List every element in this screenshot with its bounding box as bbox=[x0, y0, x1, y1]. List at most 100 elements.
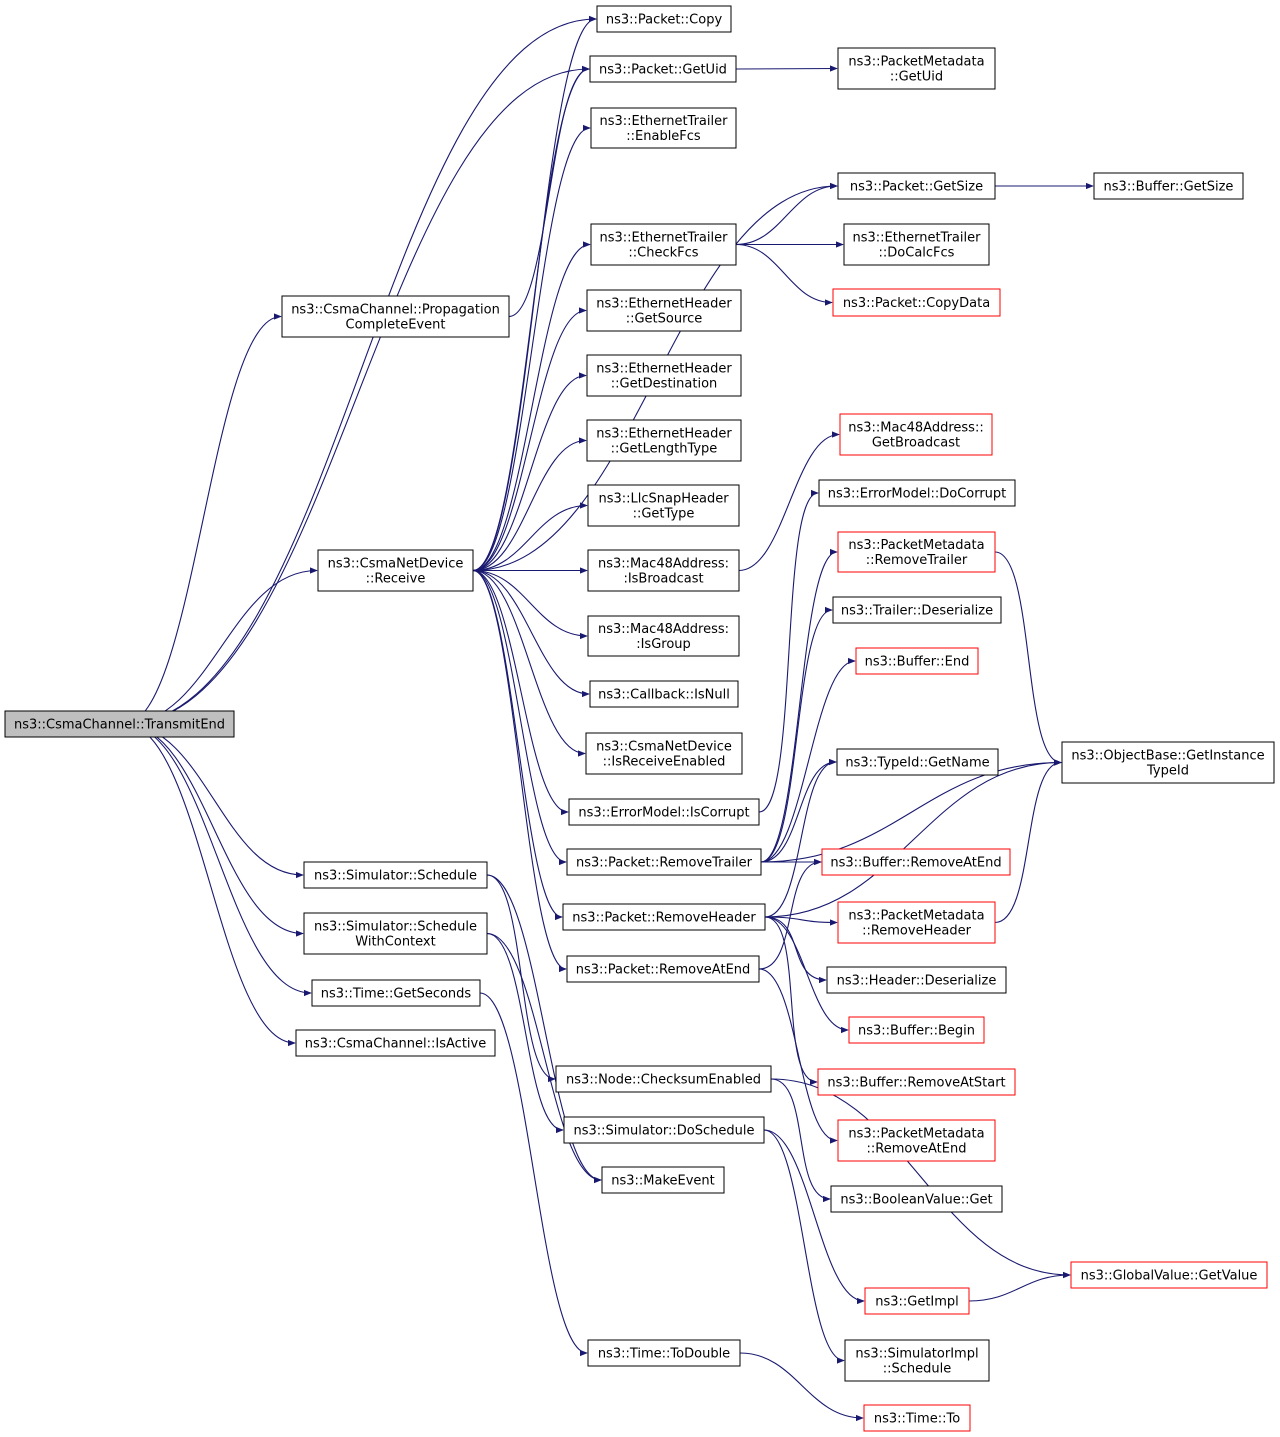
node-label: GetBroadcast bbox=[872, 436, 960, 451]
node-box bbox=[836, 748, 999, 776]
node-box bbox=[590, 107, 737, 149]
node-label: ns3::EthernetHeader bbox=[596, 427, 732, 442]
node-box bbox=[585, 732, 743, 775]
node-simulatorimpl-schedule[interactable]: ns3::SimulatorImpl::Schedule bbox=[844, 1339, 990, 1382]
node-metadata-removeheader[interactable]: ns3::PacketMetadata::RemoveHeader bbox=[837, 901, 996, 944]
node-label: ns3::Time::GetSeconds bbox=[321, 987, 472, 1002]
node-globalvalue-getvalue[interactable]: ns3::GlobalValue::GetValue bbox=[1070, 1261, 1268, 1289]
node-callback-isnull[interactable]: ns3::Callback::IsNull bbox=[589, 680, 739, 708]
node-time-todouble[interactable]: ns3::Time::ToDouble bbox=[587, 1339, 741, 1367]
node-label: ns3::EthernetTrailer bbox=[600, 231, 729, 246]
node-time-to[interactable]: ns3::Time::To bbox=[863, 1404, 971, 1432]
node-mac48-getbroadcast[interactable]: ns3::Mac48Address::GetBroadcast bbox=[839, 413, 993, 456]
node-header-deserialize[interactable]: ns3::Header::Deserialize bbox=[826, 966, 1007, 994]
node-makeevent[interactable]: ns3::MakeEvent bbox=[601, 1166, 725, 1194]
edge-packet-removeheader-to-buffer-begin bbox=[764, 916, 849, 1034]
edge-transmitend-to-channel-isactive bbox=[124, 723, 296, 1047]
node-header-getdestination[interactable]: ns3::EthernetHeader::GetDestination bbox=[586, 354, 742, 397]
node-transmitend[interactable]: ns3::CsmaChannel::TransmitEnd bbox=[4, 710, 235, 738]
node-label: ns3::Simulator::DoSchedule bbox=[573, 1124, 754, 1139]
edge-device-receive-to-llcsnap-gettype bbox=[472, 502, 588, 572]
node-label: ::EnableFcs bbox=[626, 129, 701, 144]
node-label: ns3::Buffer::End bbox=[865, 655, 970, 670]
edge-mac48-isbroadcast-to-mac48-getbroadcast bbox=[738, 431, 840, 572]
edge-transmitend-to-propagation bbox=[124, 313, 282, 725]
node-box bbox=[590, 223, 737, 266]
node-buffer-begin[interactable]: ns3::Buffer::Begin bbox=[848, 1016, 985, 1044]
edge-device-receive-to-device-isreceiveenabled bbox=[472, 569, 586, 757]
node-errormodel-iscorrupt[interactable]: ns3::ErrorModel::IsCorrupt bbox=[568, 798, 760, 826]
node-box bbox=[832, 596, 1002, 624]
node-mac48-isgroup[interactable]: ns3::Mac48Address::IsGroup bbox=[587, 615, 740, 657]
node-label: ns3::PacketMetadata bbox=[848, 1127, 984, 1142]
edge-packet-removeheader-to-metadata-removeheader bbox=[764, 916, 838, 926]
node-buffer-removeatstart[interactable]: ns3::Buffer::RemoveAtStart bbox=[817, 1068, 1016, 1096]
edge-metadata-removetrailer-to-objectbase-getinstancetypeid bbox=[994, 551, 1062, 766]
node-getimpl[interactable]: ns3::GetImpl bbox=[864, 1287, 970, 1315]
node-time-getseconds[interactable]: ns3::Time::GetSeconds bbox=[311, 979, 481, 1007]
node-label: ns3::ErrorModel::IsCorrupt bbox=[578, 806, 749, 821]
node-label: ns3::ObjectBase::GetInstance bbox=[1071, 749, 1264, 764]
node-propagation[interactable]: ns3::CsmaChannel::PropagationCompleteEve… bbox=[281, 295, 510, 338]
node-trailer-deserialize[interactable]: ns3::Trailer::Deserialize bbox=[832, 596, 1002, 624]
node-llcsnap-gettype[interactable]: ns3::LlcSnapHeader::GetType bbox=[587, 484, 740, 527]
node-box bbox=[311, 979, 481, 1007]
node-packet-getuid[interactable]: ns3::Packet::GetUid bbox=[589, 55, 737, 83]
node-packet-getsize[interactable]: ns3::Packet::GetSize bbox=[837, 172, 996, 200]
node-label: ns3::Time::To bbox=[874, 1412, 960, 1427]
node-box bbox=[863, 1404, 971, 1432]
node-buffer-getsize[interactable]: ns3::Buffer::GetSize bbox=[1093, 172, 1244, 200]
node-node-checksumenabled[interactable]: ns3::Node::ChecksumEnabled bbox=[555, 1065, 772, 1093]
node-trailer-enablefcs[interactable]: ns3::EthernetTrailer::EnableFcs bbox=[590, 107, 737, 149]
node-buffer-end[interactable]: ns3::Buffer::End bbox=[855, 647, 979, 675]
node-box bbox=[596, 5, 732, 33]
node-box bbox=[589, 680, 739, 708]
edge-packet-removeheader-to-typeid-getname bbox=[764, 758, 837, 918]
node-label: ns3::Mac48Address: bbox=[598, 622, 729, 637]
edge-packet-removeatend-to-metadata-removeatend bbox=[758, 968, 838, 1144]
node-channel-isactive[interactable]: ns3::CsmaChannel::IsActive bbox=[295, 1029, 496, 1057]
node-trailer-checkfcs[interactable]: ns3::EthernetTrailer::CheckFcs bbox=[590, 223, 737, 266]
node-label: ns3::Packet::RemoveTrailer bbox=[576, 856, 753, 871]
node-label: ns3::CsmaChannel::TransmitEnd bbox=[14, 718, 225, 733]
edge-errormodel-iscorrupt-to-errormodel-docorrupt bbox=[758, 489, 819, 813]
node-device-isreceiveenabled[interactable]: ns3::CsmaNetDevice::IsReceiveEnabled bbox=[585, 732, 743, 775]
node-simulator-doschedule[interactable]: ns3::Simulator::DoSchedule bbox=[563, 1116, 765, 1144]
node-mac48-isbroadcast[interactable]: ns3::Mac48Address::IsBroadcast bbox=[587, 549, 740, 592]
edge-device-receive-to-trailer-enablefcs bbox=[472, 124, 591, 572]
edge-simulator-schedulewithcontext-to-makeevent bbox=[486, 932, 602, 1184]
node-metadata-removetrailer[interactable]: ns3::PacketMetadata::RemoveTrailer bbox=[837, 531, 996, 573]
node-box bbox=[832, 288, 1001, 317]
node-metadata-getuid[interactable]: ns3::PacketMetadata::GetUid bbox=[837, 47, 996, 90]
node-label: ns3::Header::Deserialize bbox=[837, 974, 997, 989]
node-simulator-schedule[interactable]: ns3::Simulator::Schedule bbox=[303, 861, 488, 889]
node-box bbox=[281, 295, 510, 338]
node-typeid-getname[interactable]: ns3::TypeId::GetName bbox=[836, 748, 999, 776]
edge-transmitend-to-time-getseconds bbox=[124, 723, 312, 997]
node-packet-copydata[interactable]: ns3::Packet::CopyData bbox=[832, 288, 1001, 317]
node-trailer-docalcfcs[interactable]: ns3::EthernetTrailer::DoCalcFcs bbox=[843, 223, 990, 266]
node-packet-removetrailer[interactable]: ns3::Packet::RemoveTrailer bbox=[566, 848, 762, 876]
node-label: ns3::Simulator::Schedule bbox=[314, 869, 477, 884]
node-header-getlengthtype[interactable]: ns3::EthernetHeader::GetLengthType bbox=[586, 419, 742, 462]
node-packet-copy[interactable]: ns3::Packet::Copy bbox=[596, 5, 732, 33]
node-label: ::DoCalcFcs bbox=[879, 246, 955, 261]
node-errormodel-docorrupt[interactable]: ns3::ErrorModel::DoCorrupt bbox=[818, 479, 1016, 507]
node-packet-removeheader[interactable]: ns3::Packet::RemoveHeader bbox=[562, 903, 766, 931]
edge-simulator-schedule-to-makeevent bbox=[486, 874, 602, 1184]
node-metadata-removeatend[interactable]: ns3::PacketMetadata::RemoveAtEnd bbox=[837, 1119, 996, 1162]
node-booleanvalue-get[interactable]: ns3::BooleanValue::Get bbox=[830, 1185, 1003, 1213]
node-label: ::GetDestination bbox=[611, 377, 718, 392]
node-label: ns3::EthernetHeader bbox=[596, 362, 732, 377]
node-device-receive[interactable]: ns3::CsmaNetDevice::Receive bbox=[317, 549, 474, 592]
node-buffer-removeatend[interactable]: ns3::Buffer::RemoveAtEnd bbox=[821, 848, 1011, 876]
node-label: ns3::Callback::IsNull bbox=[598, 688, 730, 703]
edge-device-receive-to-packet-getuid bbox=[472, 65, 590, 572]
node-label: ns3::EthernetTrailer bbox=[600, 114, 729, 129]
edge-device-receive-to-packet-removeatend bbox=[472, 569, 567, 973]
node-header-getsource[interactable]: ns3::EthernetHeader::GetSource bbox=[586, 289, 742, 332]
node-packet-removeatend[interactable]: ns3::Packet::RemoveAtEnd bbox=[566, 955, 760, 983]
edge-packet-removetrailer-to-objectbase-getinstancetypeid bbox=[760, 759, 1062, 863]
